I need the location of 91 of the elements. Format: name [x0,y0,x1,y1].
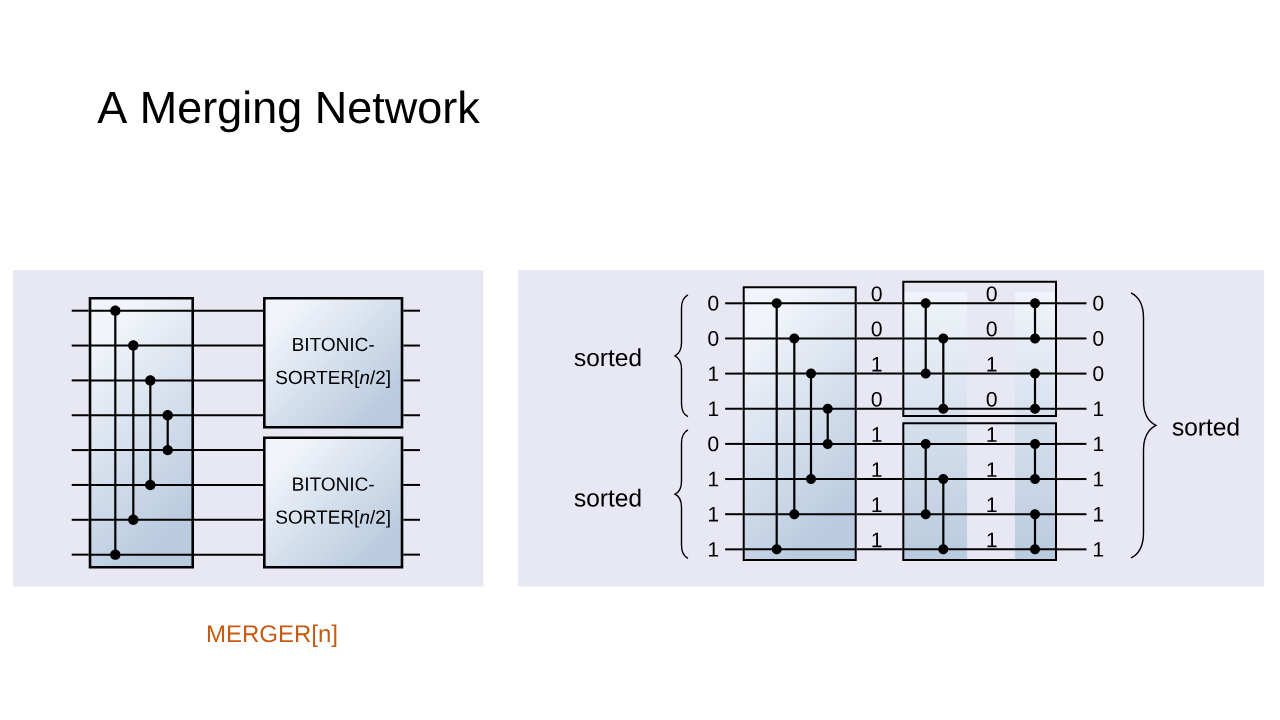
sorter-box: BITONIC- SORTER[n/2] [263,297,404,429]
wire [1056,513,1088,516]
wire [193,518,264,521]
wire-value: 0 [871,391,882,407]
wire [1056,372,1088,375]
wire [193,309,264,312]
wire [193,344,264,347]
wire [1056,478,1088,481]
wire-value: 1 [709,366,719,381]
wire-value: 0 [986,391,997,407]
title: A Merging Network [97,90,480,133]
wire [724,302,744,305]
wire [402,379,421,382]
brace-label: sorted [574,488,641,507]
wire [1056,548,1088,551]
wire [402,483,421,486]
wire [855,407,904,410]
wire-value: 1 [1094,436,1104,452]
wire-value: 1 [987,497,997,512]
wire-value: 1 [1094,471,1104,487]
sorter-box: BITONIC- SORTER[n/2] [263,436,404,569]
wire-value: 0 [986,321,997,337]
wire-value: 0 [708,295,719,311]
brace-label: sorted [1172,417,1239,436]
network-box [902,280,1057,417]
wire [724,478,744,481]
wire [70,414,90,417]
wire-value: 1 [1094,542,1104,557]
wire [402,553,421,556]
wire-value: 1 [1094,507,1104,522]
network-box [902,422,1057,561]
wire [724,513,744,516]
wire-value: 1 [709,471,719,487]
wire-value: 1 [987,532,997,548]
wire [402,309,421,312]
wire-value: 0 [871,286,882,302]
wire-value: 1 [709,401,719,416]
wire [724,407,744,410]
wire [1056,337,1088,340]
wire-value: 1 [872,497,882,512]
comparator-box [88,297,194,569]
wire [724,337,744,340]
wire [193,414,264,417]
wire [855,337,904,340]
wire [1056,407,1088,410]
wire-value: 1 [709,542,719,557]
wire [1056,442,1088,445]
wire [855,372,904,375]
wire-value: 1 [872,427,882,442]
wire-value: 0 [871,321,882,337]
wire [724,548,744,551]
brace-label: sorted [574,348,641,367]
wire [402,449,421,452]
wire [70,449,90,452]
wire-value: 0 [1093,366,1104,382]
wire-value: 1 [709,507,719,522]
wire [402,414,421,417]
wire-value: 0 [708,331,719,346]
wire [1056,302,1088,305]
wire-value: 1 [872,462,882,477]
wire [402,344,421,347]
wire [193,553,264,556]
wire [855,513,904,516]
comparator-box [742,286,857,561]
wire-value: 1 [872,356,882,372]
wire [70,553,90,556]
wire-value: 0 [708,436,719,452]
wire [724,372,744,375]
wire [193,449,264,452]
wire [193,379,264,382]
wire [70,518,90,521]
wire [855,478,904,481]
wire [70,379,90,382]
wire [855,442,904,445]
wire-value: 1 [872,532,882,548]
wire [70,344,90,347]
wire-value: 1 [987,356,997,372]
wire [855,548,904,551]
caption: MERGER[n] [208,624,337,647]
wire [724,442,744,445]
wire-value: 0 [986,286,997,302]
wire-value: 1 [1094,401,1104,416]
wire-value: 1 [987,462,997,477]
wire [70,309,90,312]
wire [70,483,90,486]
wire-value: 1 [987,427,997,442]
wire-value: 0 [1093,295,1104,311]
wire [193,483,264,486]
wire [855,302,904,305]
wire-value: 0 [1093,331,1104,346]
wire [402,518,421,521]
